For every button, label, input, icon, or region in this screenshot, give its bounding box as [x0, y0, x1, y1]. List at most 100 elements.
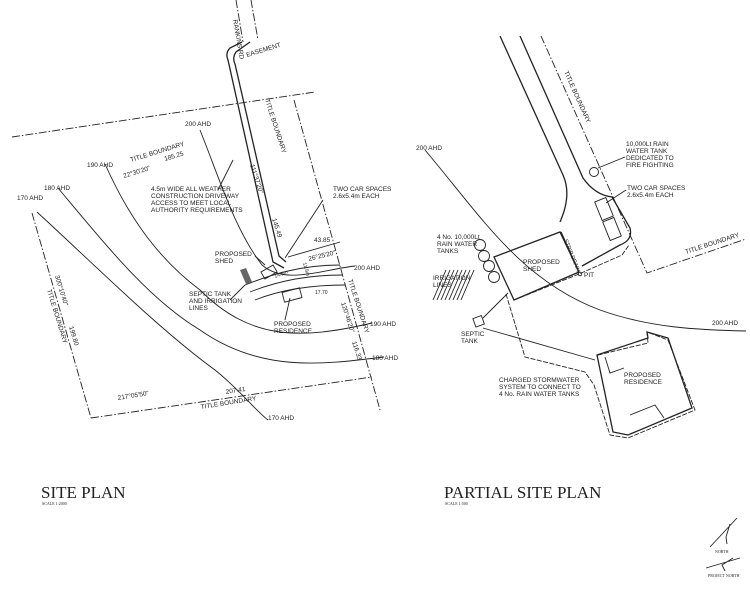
leader-line [597, 156, 627, 204]
driveway-edge [519, 35, 632, 267]
shed-label: PROPOSED SHED [523, 259, 560, 273]
leader-line [284, 297, 291, 321]
svg-text:PROPOSED: PROPOSED [523, 259, 560, 266]
rain-water-tanks [474, 239, 500, 283]
svg-text:4 No. RAIN WATER TANKS: 4 No. RAIN WATER TANKS [499, 391, 580, 398]
dimension-label: 199.80 [67, 326, 80, 347]
contour-label: 170 AHD [268, 415, 294, 422]
driveway-edge [233, 41, 287, 263]
svg-text:LINES: LINES [433, 282, 452, 289]
road-label: RANKINS RD [231, 19, 245, 60]
site-plan: RANKINS RD EASEMENT 200 AHD 190 AHD 180 … [11, 0, 398, 506]
svg-text:IRRIGATION: IRRIGATION [433, 275, 471, 282]
residence-label: PROPOSED RESIDENCE [274, 321, 313, 335]
irrigation-lines [432, 269, 475, 301]
driveway-note: 4.5m WIDE ALL WEATHER CONSTRUCTION DRIVE… [151, 186, 243, 214]
car-space [602, 216, 622, 242]
svg-text:TWO CAR SPACES: TWO CAR SPACES [333, 186, 392, 193]
svg-text:TANK: TANK [461, 338, 479, 345]
dimension-label: 43.85 [314, 237, 331, 244]
svg-text:SHED: SHED [215, 258, 233, 265]
fire-tank-note: 10,000Lt RAIN WATER TANK DEDICATED TO FI… [626, 141, 674, 169]
svg-text:2.6x5.4m EACH: 2.6x5.4m EACH [627, 192, 674, 199]
svg-text:AUTHORITY REQUIREMENTS: AUTHORITY REQUIREMENTS [151, 207, 243, 214]
svg-text:RESIDENCE: RESIDENCE [274, 328, 313, 335]
contour-190 [104, 163, 373, 334]
title-boundary-north [11, 91, 316, 138]
svg-text:SEPTIC TANK: SEPTIC TANK [189, 291, 232, 298]
septic-tank [472, 314, 485, 328]
stormwater-pipes [505, 244, 696, 439]
irrigation-label: IRRIGATION LINES [433, 275, 471, 289]
contour-label: 180 AHD [44, 185, 70, 192]
svg-text:SYSTEM TO CONNECT TO: SYSTEM TO CONNECT TO [499, 384, 581, 391]
strip-drain-label: STRIP DRAIN [562, 239, 581, 273]
svg-text:WATER TANK: WATER TANK [626, 148, 668, 155]
contour-180 [57, 187, 385, 364]
svg-text:NORTH: NORTH [715, 549, 729, 554]
leader-line [229, 284, 246, 301]
shed-footprint [260, 264, 278, 280]
fire-fighting-tank [589, 167, 599, 177]
boundary-label: TITLE BOUNDARY [263, 98, 287, 154]
contour-label: 170 AHD [17, 195, 43, 202]
svg-text:PROJECT NORTH: PROJECT NORTH [708, 573, 739, 578]
dimension-line [287, 241, 341, 258]
septic-label: SEPTIC TANK [461, 331, 485, 345]
driveway-edge [226, 41, 285, 269]
partial-site-plan-scale: SCALE 1:500 [445, 501, 468, 506]
contour-170 [36, 211, 269, 421]
svg-text:2.6x5.4m EACH: 2.6x5.4m EACH [333, 193, 380, 200]
boundary-label: TITLE BOUNDARY [684, 232, 740, 256]
svg-text:4 No. 10,000Lt: 4 No. 10,000Lt [437, 234, 480, 241]
svg-text:DEDICATED TO: DEDICATED TO [626, 155, 674, 162]
svg-text:ACCESS TO MEET LOCAL: ACCESS TO MEET LOCAL [151, 200, 232, 207]
contour-label: 200 AHD [354, 265, 380, 272]
svg-text:RESIDENCE: RESIDENCE [624, 379, 663, 386]
svg-text:SEPTIC: SEPTIC [461, 331, 485, 338]
svg-text:PROPOSED: PROPOSED [624, 372, 661, 379]
project-north-arrow-icon: PROJECT NORTH [705, 557, 741, 578]
driveway-edge [499, 35, 568, 223]
pit-label: PIT [584, 272, 594, 279]
svg-text:FIRE FIGHTING: FIRE FIGHTING [626, 162, 674, 169]
leader-line [254, 255, 266, 266]
contour-label: 200 AHD [185, 121, 211, 128]
contour-200 [199, 129, 356, 276]
svg-text:SHED: SHED [523, 266, 541, 273]
residence-footprint [281, 287, 303, 303]
contour-label: 200 AHD [712, 320, 738, 327]
contour-label: 190 AHD [87, 162, 113, 169]
rankins-rd-line [235, 0, 244, 43]
contour-200 [424, 149, 747, 332]
rankins-rd-line [250, 0, 259, 41]
proposed-residence-outline [596, 331, 693, 436]
leader-line [284, 199, 324, 259]
svg-text:TANKS: TANKS [437, 248, 459, 255]
svg-text:RAIN WATER: RAIN WATER [437, 241, 477, 248]
dimension-label: 17.70 [315, 290, 328, 296]
partial-site-plan-title: PARTIAL SITE PLAN [444, 483, 601, 502]
dimension-label: 22°30'20" [122, 164, 152, 180]
svg-text:CHARGED STORMWATER: CHARGED STORMWATER [499, 377, 580, 384]
svg-text:10,000Lt RAIN: 10,000Lt RAIN [626, 141, 669, 148]
septic-tank-marker [240, 268, 252, 284]
strip-drain [560, 231, 579, 271]
contour-label: 190 AHD [370, 321, 396, 328]
north-arrow-icon: NORTH [709, 517, 738, 554]
title-boundary-east [293, 99, 381, 411]
svg-text:PROPOSED: PROPOSED [274, 321, 311, 328]
dimension-label: 11.5m [301, 262, 310, 277]
title-boundary-south [90, 376, 373, 419]
residence-label: PROPOSED RESIDENCE [624, 372, 663, 386]
svg-text:PROPOSED: PROPOSED [215, 251, 252, 258]
stormwater-note: CHARGED STORMWATER SYSTEM TO CONNECT TO … [499, 377, 581, 398]
dimension-label: 217°05'50" [117, 389, 150, 402]
dimension-label: 116.33 [350, 340, 363, 361]
dimension-label: 207.41 [225, 386, 246, 396]
contour-label: 200 AHD [416, 145, 442, 152]
svg-text:4.5m WIDE ALL WEATHER: 4.5m WIDE ALL WEATHER [151, 186, 231, 193]
residence-interior [604, 356, 665, 419]
easement-label: EASEMENT [246, 42, 282, 59]
